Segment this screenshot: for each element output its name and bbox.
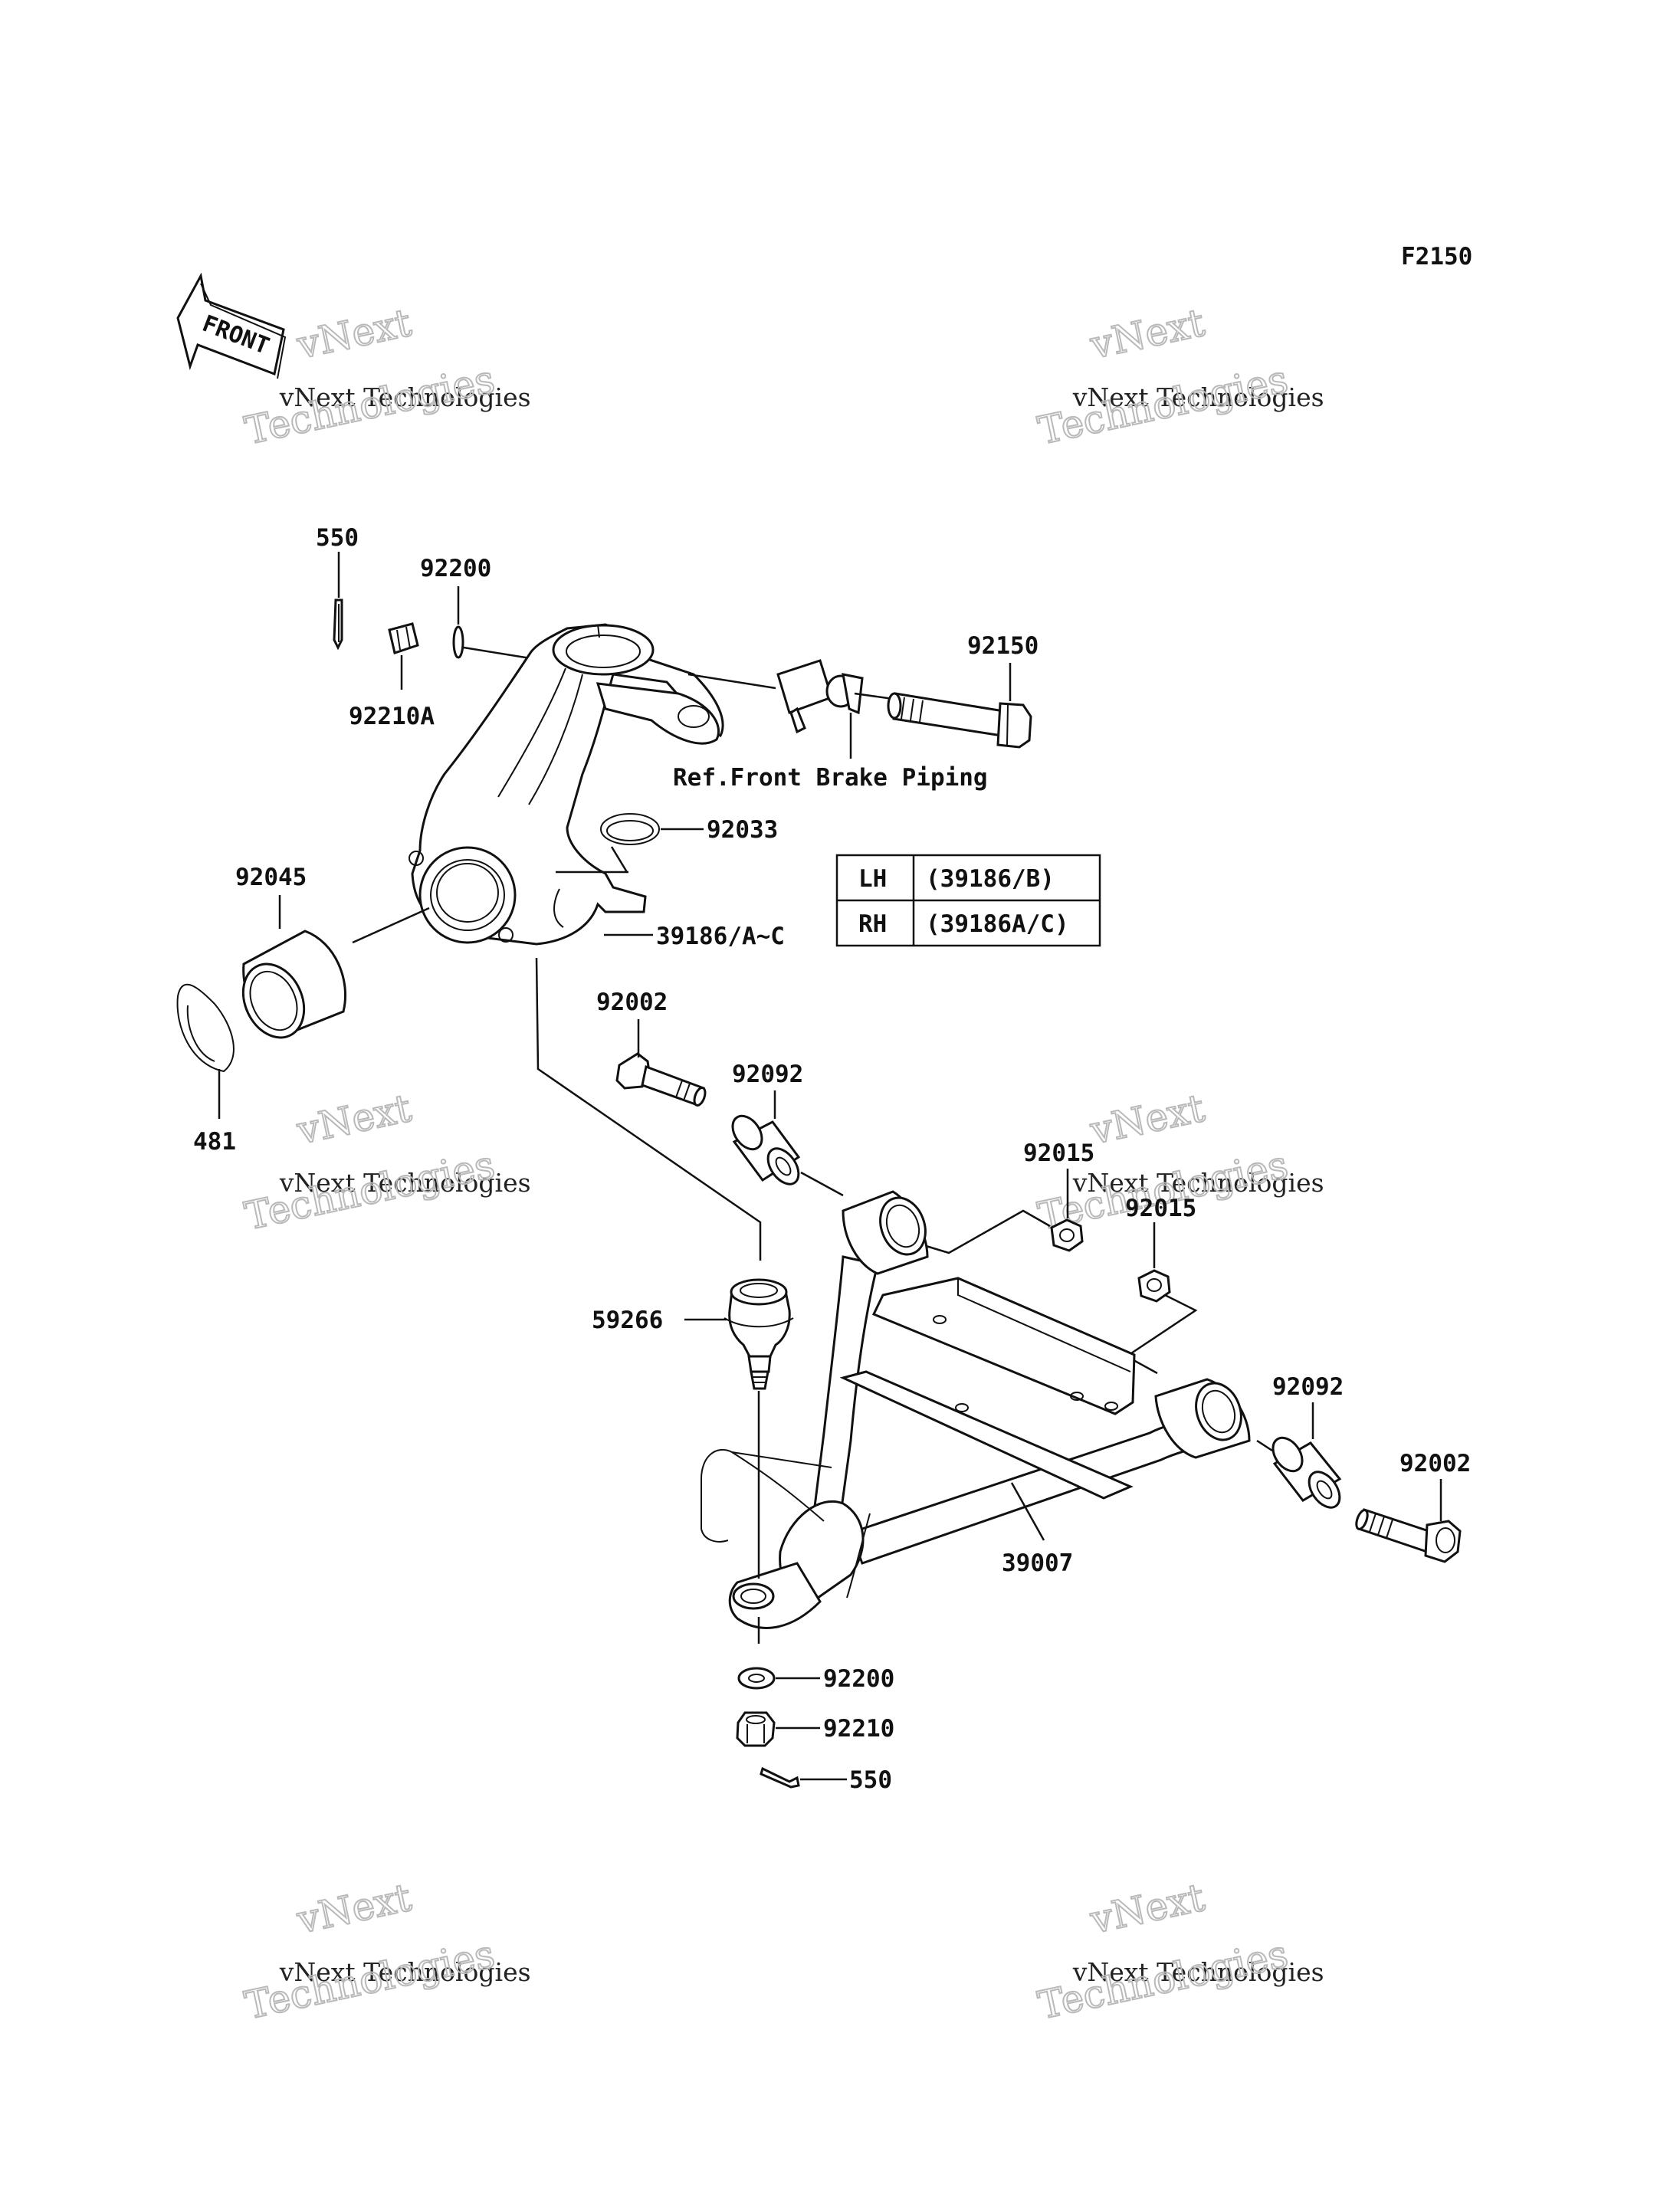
svg-text:vNext: vNext	[1086, 300, 1209, 368]
ball-joint-59266-icon	[724, 1278, 794, 1390]
svg-text:vNext: vNext	[1086, 1875, 1209, 1943]
variant-side-rh: RH	[858, 910, 887, 938]
washer-bottom-icon	[737, 1667, 776, 1690]
part-label-92033: 92033	[707, 816, 778, 844]
lower-a-arm-icon	[701, 1190, 1251, 1629]
part-label-39186: 39186/A~C	[656, 923, 785, 950]
svg-text:vNext: vNext	[293, 1875, 415, 1943]
cotter-pin-top-icon	[333, 598, 343, 651]
part-label-550-top: 550	[316, 524, 359, 552]
part-label-92045: 92045	[235, 864, 307, 891]
variant-code-rh: (39186A/C)	[926, 910, 1069, 938]
svg-text:Technologies: Technologies	[241, 357, 499, 454]
variant-code-lh: (39186/B)	[926, 865, 1055, 893]
svg-text:vNext: vNext	[1086, 1086, 1209, 1153]
reference-note: Ref.Front Brake Piping	[673, 764, 988, 792]
watermark-top-right: vNext vNext Technologies Technologies	[1034, 300, 1324, 454]
part-label-92210: 92210	[823, 1715, 894, 1743]
svg-text:vNext Technologies: vNext Technologies	[1072, 1168, 1324, 1198]
watermark-mid-left: vNext vNext Technologies Technologies	[241, 1085, 531, 1240]
bolt-92150-icon	[887, 692, 1032, 749]
svg-text:Technologies: Technologies	[241, 1143, 499, 1239]
part-label-92200-bottom: 92200	[823, 1665, 894, 1693]
part-label-481: 481	[193, 1128, 236, 1156]
part-label-550-bottom: 550	[849, 1766, 892, 1794]
brake-hose-bracket-icon	[776, 659, 864, 734]
watermark-bottom-left: vNext vNext Technologies Technologies	[241, 1874, 531, 2029]
castle-nut-top-icon	[388, 622, 419, 654]
washer-top-icon	[452, 625, 464, 659]
cotter-pin-bottom-icon	[760, 1766, 800, 1789]
svg-text:vNext Technologies: vNext Technologies	[279, 1168, 531, 1198]
svg-text:Technologies: Technologies	[1035, 357, 1292, 454]
svg-text:Technologies: Technologies	[1035, 1932, 1292, 2028]
snap-ring-92033-icon	[600, 813, 660, 845]
variant-table: LH (39186/B) RH (39186A/C)	[835, 854, 1101, 947]
svg-text:vNext Technologies: vNext Technologies	[1072, 1957, 1324, 1987]
part-label-92015-b: 92015	[1125, 1195, 1196, 1222]
bolt-92002-right-icon	[1355, 1508, 1462, 1563]
bolt-92002-left-icon	[615, 1052, 707, 1107]
part-label-92150: 92150	[967, 632, 1039, 660]
svg-text:vNext Technologies: vNext Technologies	[1072, 382, 1324, 412]
front-arrow-icon: FRONT	[176, 272, 287, 379]
part-label-59266: 59266	[592, 1307, 663, 1334]
nut-92015-a-icon	[1050, 1218, 1084, 1252]
svg-text:vNext: vNext	[293, 1086, 415, 1153]
part-label-92002-right: 92002	[1399, 1450, 1471, 1477]
bearing-92045-icon	[241, 930, 347, 1039]
part-label-92210A: 92210A	[349, 703, 435, 730]
circlip-481-icon	[176, 983, 235, 1073]
svg-text:vNext: vNext	[293, 300, 415, 368]
castle-nut-bottom-icon	[736, 1711, 776, 1747]
nut-92015-b-icon	[1137, 1269, 1171, 1303]
part-label-92092-right: 92092	[1272, 1373, 1344, 1401]
part-label-39007: 39007	[1002, 1549, 1073, 1577]
part-label-92092-left: 92092	[732, 1061, 803, 1088]
watermark-bottom-right: vNext vNext Technologies Technologies	[1034, 1874, 1324, 2029]
variant-side-lh: LH	[858, 865, 887, 893]
part-label-92200-top: 92200	[420, 555, 491, 582]
svg-text:Technologies: Technologies	[241, 1932, 499, 2028]
bushing-92092-right-icon	[1271, 1436, 1342, 1509]
bushing-92092-left-icon	[731, 1114, 801, 1185]
watermark-top-left: vNext vNext Technologies Technologies	[241, 300, 531, 454]
svg-text:vNext Technologies: vNext Technologies	[279, 1957, 531, 1987]
svg-text:vNext Technologies: vNext Technologies	[279, 382, 531, 412]
part-label-92015-a: 92015	[1023, 1139, 1094, 1167]
figure-code: F2150	[1401, 243, 1472, 271]
steering-knuckle-icon	[409, 623, 724, 946]
part-label-92002-left: 92002	[596, 989, 668, 1016]
